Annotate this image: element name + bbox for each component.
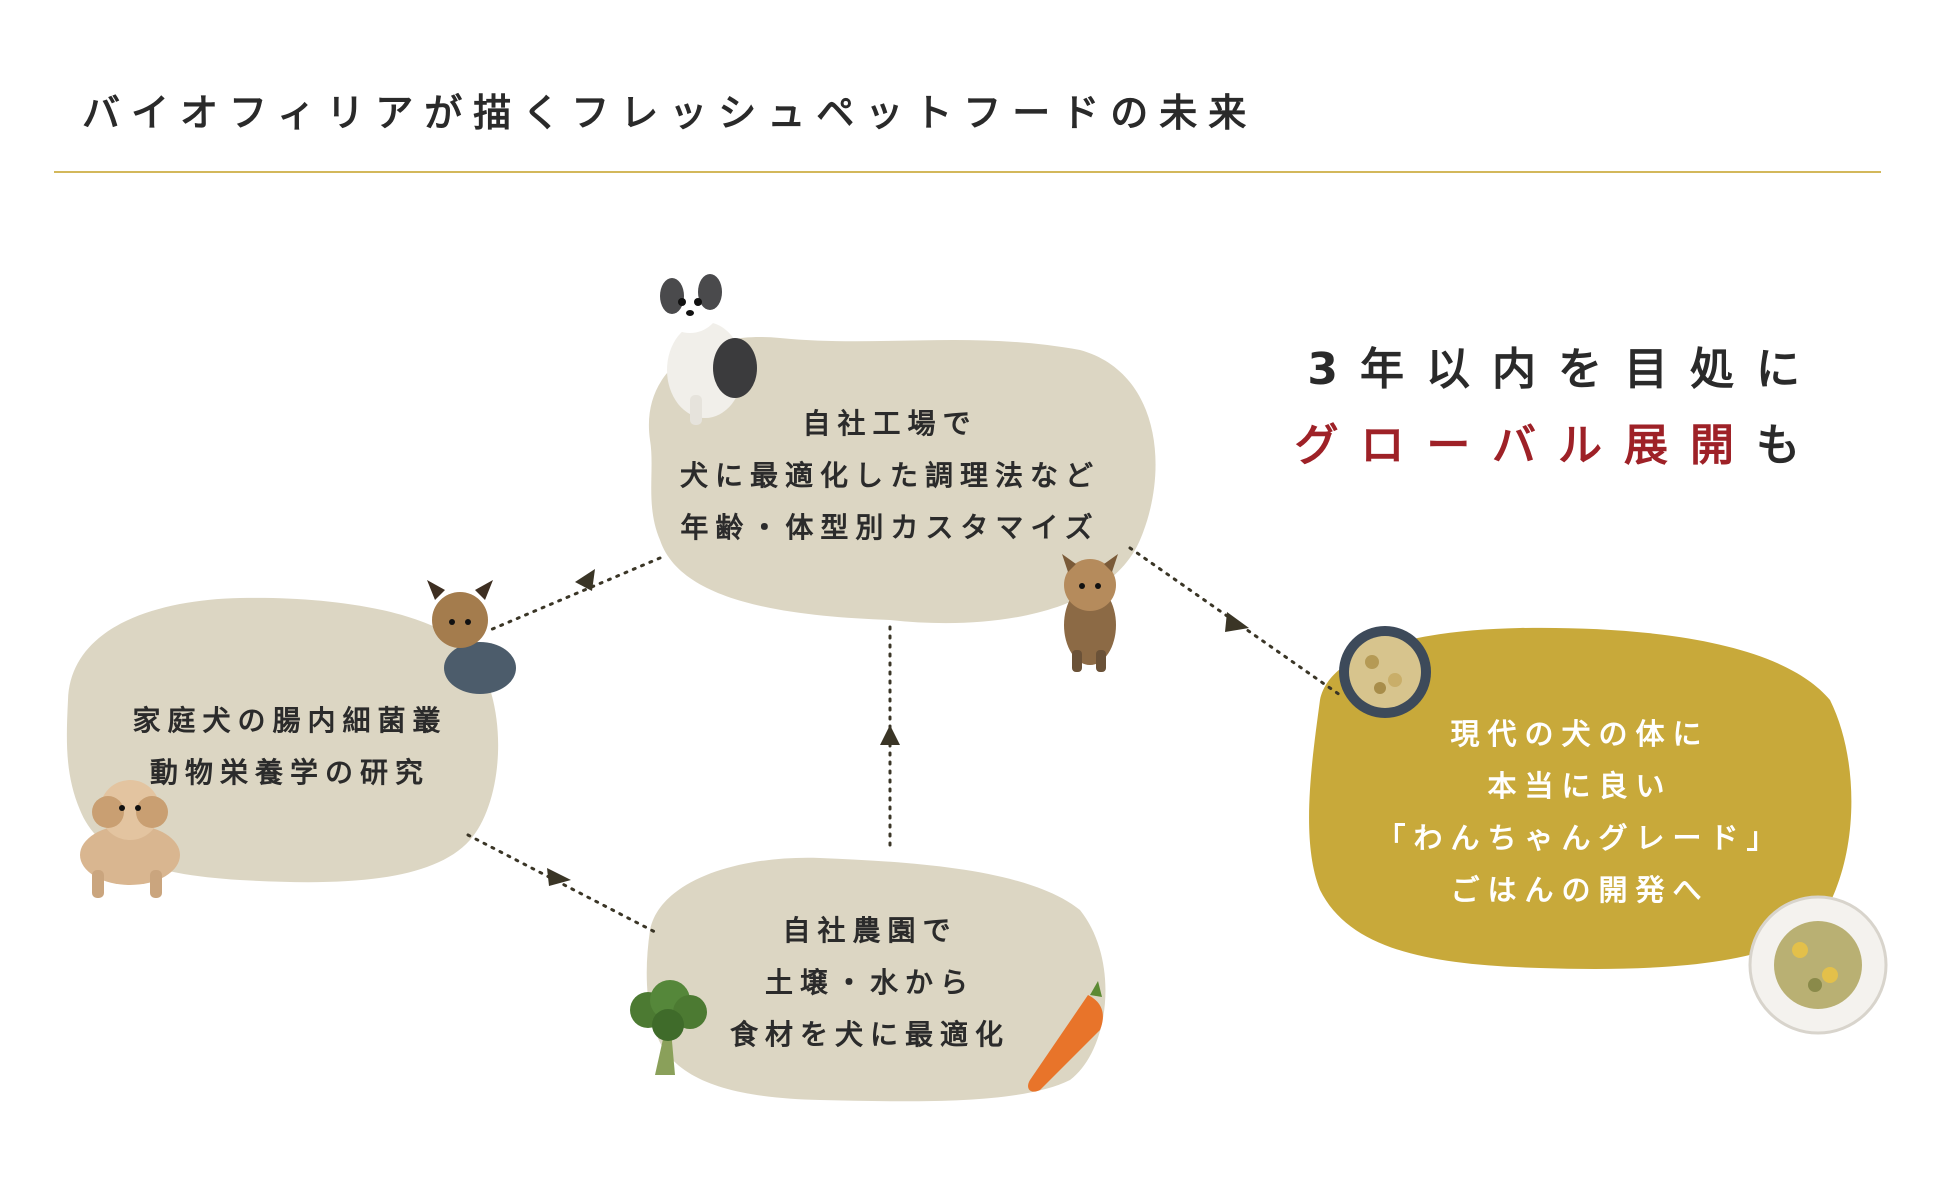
farm-text: 自社農園で 土壌・水から 食材を犬に最適化 bbox=[0, 905, 1740, 1061]
headline-line-1: 3年以内を目処に bbox=[1294, 332, 1822, 408]
dog-yorkie-icon bbox=[1062, 554, 1118, 672]
headline: 3年以内を目処に グローバル展開も bbox=[1294, 332, 1822, 484]
food-plate-icon bbox=[1750, 897, 1886, 1033]
arrowhead-2 bbox=[1225, 612, 1249, 632]
headline-line-2: グローバル展開も bbox=[1294, 408, 1822, 484]
arrowhead-1 bbox=[575, 569, 595, 591]
headline-highlight: グローバル展開 bbox=[1294, 420, 1756, 471]
goal-line-4: ごはんの開発へ bbox=[0, 864, 1950, 916]
headline-suffix: も bbox=[1756, 420, 1822, 471]
goal-line-3: 「わんちゃんグレード」 bbox=[0, 812, 1950, 864]
factory-line-3: 年齢・体型別カスタマイズ bbox=[0, 502, 1780, 554]
goal-text: 現代の犬の体に 本当に良い 「わんちゃんグレード」 ごはんの開発へ bbox=[0, 708, 1950, 916]
farm-line-2: 土壌・水から bbox=[0, 957, 1740, 1009]
farm-line-3: 食材を犬に最適化 bbox=[0, 1009, 1740, 1061]
food-bowl-icon bbox=[1339, 626, 1431, 718]
arrow-research-to-factory bbox=[490, 558, 660, 630]
goal-line-1: 現代の犬の体に bbox=[0, 708, 1950, 760]
goal-line-2: 本当に良い bbox=[0, 760, 1950, 812]
